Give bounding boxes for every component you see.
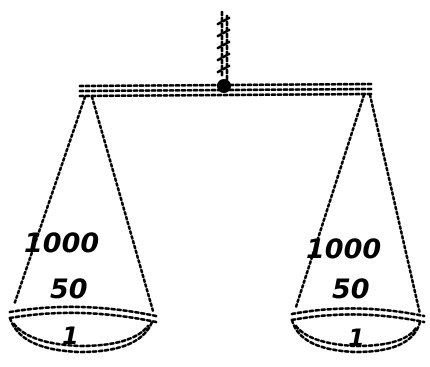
left-pan-bottom-value: 1 xyxy=(62,322,79,350)
suspension-rod xyxy=(218,12,229,80)
right-pan-top-value: 1000 xyxy=(306,234,381,265)
balance-beam xyxy=(80,84,372,96)
right-pan-bottom-value: 1 xyxy=(348,324,365,352)
left-pan-middle-value: 50 xyxy=(50,274,88,305)
left-pan xyxy=(10,307,156,352)
right-pan-middle-value: 50 xyxy=(332,274,370,305)
left-pan-top-value: 1000 xyxy=(24,228,99,259)
